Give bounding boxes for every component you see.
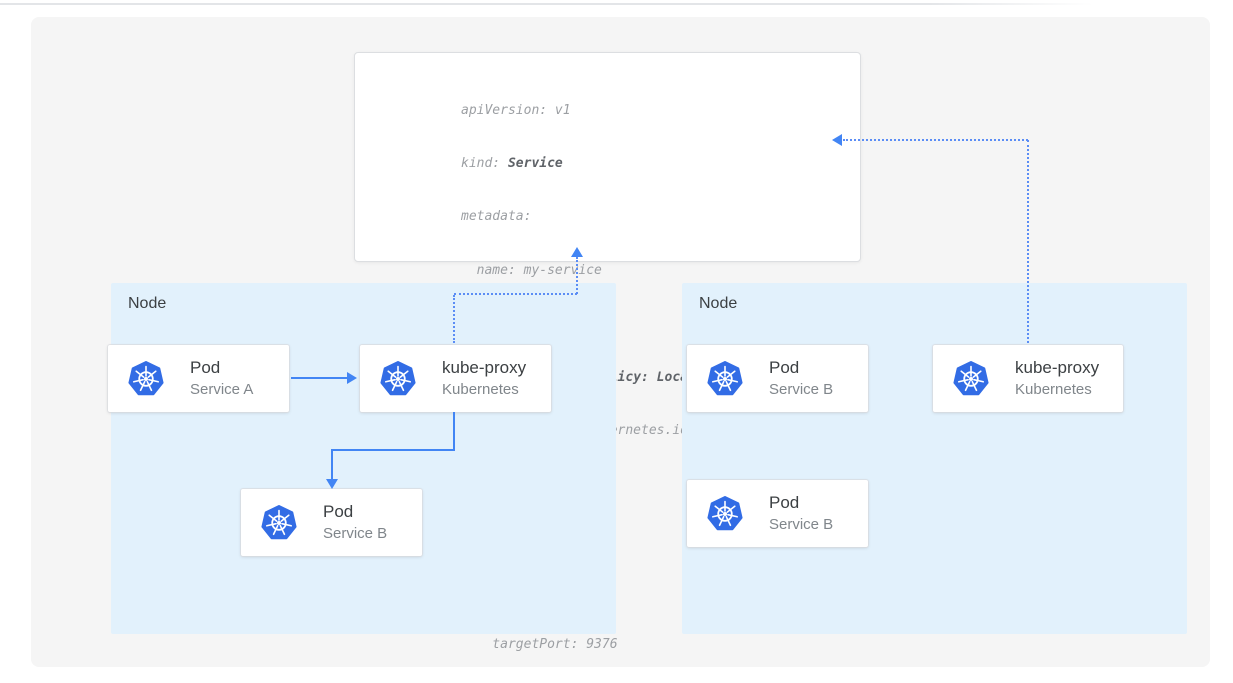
- yaml-line: kind: Service: [461, 155, 850, 173]
- card-node1-kube-proxy: kube-proxy Kubernetes: [360, 345, 551, 412]
- yaml-line: metadata:: [461, 208, 850, 226]
- card-subtitle: Service B: [769, 381, 834, 398]
- card-subtitle: Service B: [323, 525, 388, 542]
- card-subtitle: Kubernetes: [1015, 381, 1092, 398]
- yaml-text: metadata:: [461, 209, 532, 225]
- card-title: Pod: [190, 358, 221, 377]
- node-box-left: Node: [111, 283, 616, 634]
- kubernetes-icon: [380, 360, 416, 395]
- card-node2-pod-service-b-2: Pod Service B: [687, 480, 868, 547]
- kubernetes-icon: [128, 360, 164, 395]
- yaml-text: kind:: [461, 155, 508, 171]
- card-node2-kube-proxy: kube-proxy Kubernetes: [933, 345, 1123, 412]
- yaml-text: targetPort: 9376: [461, 636, 618, 652]
- card-subtitle: Service B: [769, 516, 834, 533]
- yaml-text: apiVersion: v1: [461, 102, 571, 118]
- card-node2-pod-service-b-1: Pod Service B: [687, 345, 868, 412]
- service-yaml-card: apiVersion: v1 kind: Service metadata: n…: [354, 52, 861, 652]
- card-title: kube-proxy: [1015, 358, 1100, 377]
- kubernetes-icon: [707, 495, 743, 530]
- node-label: Node: [128, 295, 167, 312]
- card-title: Pod: [323, 502, 354, 521]
- kubernetes-icon: [707, 360, 743, 395]
- card-title: Pod: [769, 358, 800, 377]
- card-subtitle: Service A: [190, 381, 254, 398]
- yaml-line: name: my-service: [461, 262, 850, 280]
- card-title: Pod: [769, 493, 800, 512]
- card-title: kube-proxy: [442, 358, 527, 377]
- yaml-line: targetPort: 9376: [461, 636, 850, 654]
- kubernetes-icon: [261, 504, 297, 539]
- yaml-line: apiVersion: v1: [461, 102, 850, 120]
- node-label: Node: [699, 295, 738, 312]
- node-box-right: Node: [682, 283, 1187, 634]
- card-node1-pod-service-b: Pod Service B: [241, 489, 422, 556]
- top-divider-line: [0, 3, 1093, 5]
- diagram-panel: apiVersion: v1 kind: Service metadata: n…: [31, 17, 1210, 667]
- card-node1-pod-service-a: Pod Service A: [108, 345, 289, 412]
- yaml-text: name: my-service: [461, 262, 602, 278]
- kubernetes-icon: [953, 360, 989, 395]
- card-subtitle: Kubernetes: [442, 381, 519, 398]
- yaml-text-bold: Service: [507, 155, 563, 171]
